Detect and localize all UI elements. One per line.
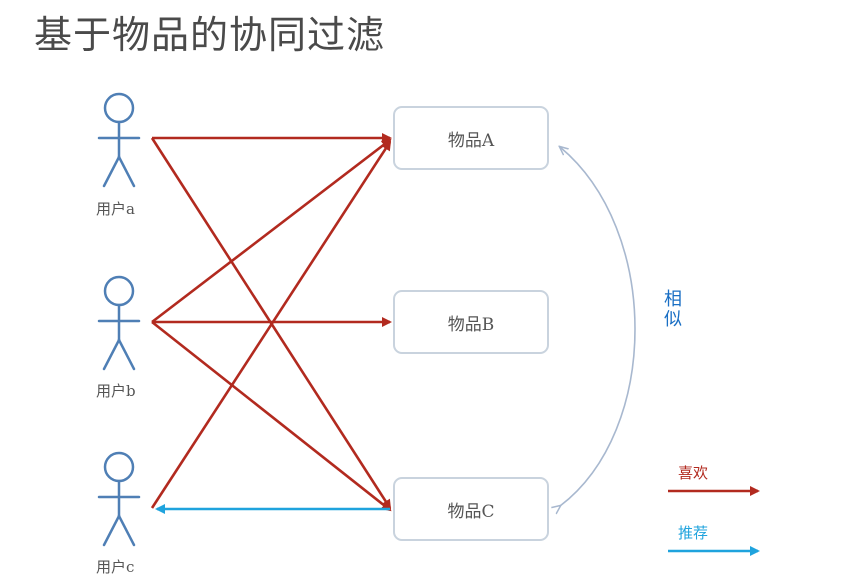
user-c-label: 用户c: [96, 558, 135, 576]
similarity-arc: [560, 147, 636, 506]
user-a-figure-icon: [97, 92, 141, 188]
user-c-figure-icon: [97, 451, 141, 547]
item-a-label: 物品A: [447, 130, 495, 151]
item-a-box: 物品A: [393, 106, 549, 170]
legend-recommend-label: 推荐: [678, 524, 709, 542]
similar-label: 相似: [664, 289, 682, 330]
item-b-label: 物品B: [447, 314, 495, 335]
user-b-figure-icon: [97, 275, 141, 371]
user-b-label: 用户b: [96, 382, 136, 400]
item-c-box: 物品C: [393, 477, 549, 541]
page-title: 基于物品的协同过滤: [34, 13, 386, 57]
user-a-label: 用户a: [96, 200, 135, 218]
edge-user-b-item-a: [151, 138, 392, 324]
legend-like-label: 喜欢: [678, 464, 709, 482]
item-c-label: 物品C: [447, 501, 495, 522]
item-b-box: 物品B: [393, 290, 549, 354]
edge-user-b-item-c: [151, 320, 392, 512]
edge-user-c-item-a: [150, 140, 392, 509]
